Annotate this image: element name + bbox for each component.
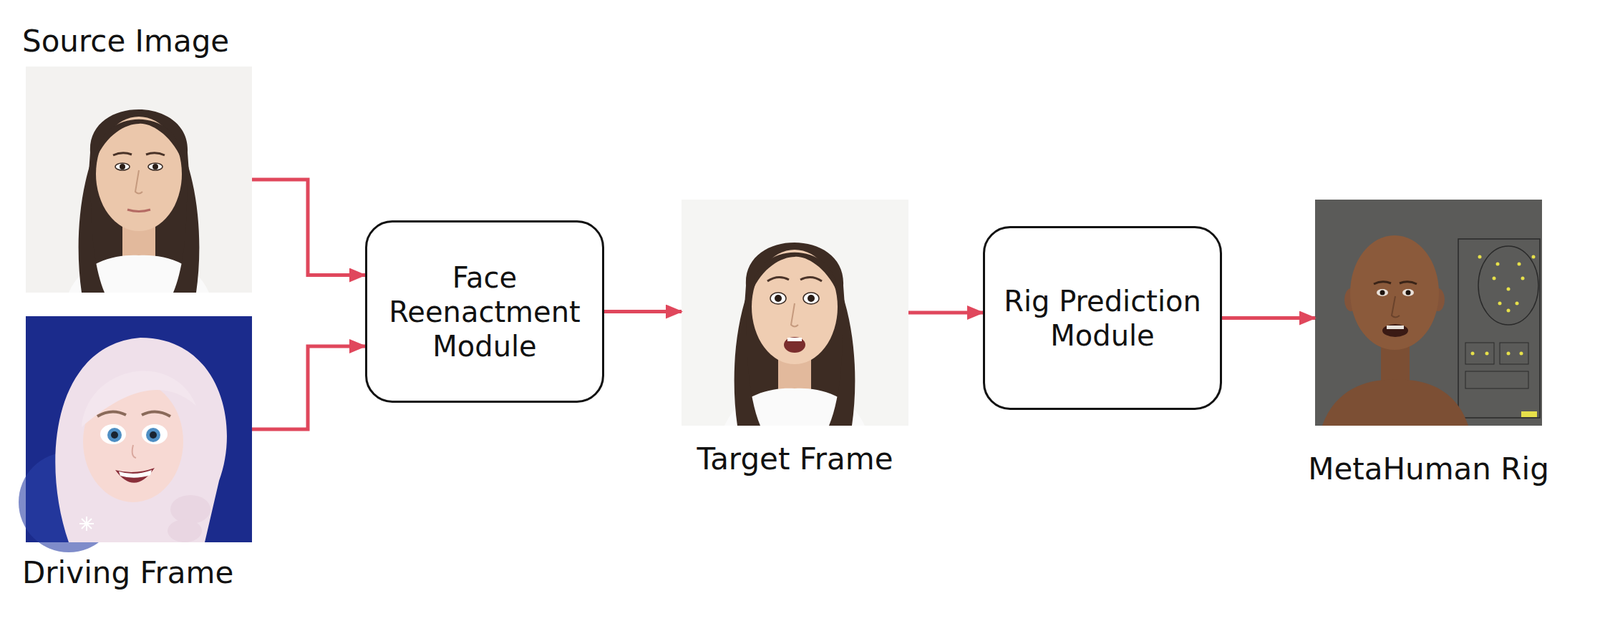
driving-frame-picture-part	[107, 428, 122, 443]
target-frame-photo-part	[770, 292, 787, 305]
metahuman-render-part	[1391, 296, 1400, 318]
metahuman-render-part	[1382, 324, 1409, 338]
metahuman-render-part	[1492, 277, 1497, 281]
flow-arrow	[251, 179, 366, 276]
driving-frame-picture-part	[141, 424, 168, 445]
metahuman-render-part	[1315, 199, 1543, 426]
metahuman-render-part	[1506, 287, 1511, 292]
flow-arrow	[908, 311, 983, 315]
metahuman-render-part	[1498, 302, 1502, 306]
metahuman-render-part	[1499, 342, 1529, 365]
metahuman-render-part	[1515, 302, 1520, 306]
process-box: Rig Prediction Module	[982, 226, 1223, 411]
target-frame-photo-part	[791, 303, 799, 328]
driving-frame-picture-part	[167, 519, 202, 543]
source-photo-part	[115, 163, 130, 171]
metahuman-render-part	[1322, 380, 1469, 426]
image-caption: MetaHuman Rig	[1307, 451, 1550, 488]
metahuman-render	[1315, 199, 1543, 426]
driving-frame-picture-part	[115, 468, 155, 484]
box-label: Rig Prediction Module	[996, 284, 1209, 353]
metahuman-render-part	[1471, 352, 1475, 356]
driving-frame-picture-part	[146, 428, 161, 443]
target-frame-photo-part	[681, 199, 909, 426]
metahuman-render-part	[1485, 352, 1490, 356]
target-frame-photo	[681, 199, 909, 426]
source-photo-part	[127, 209, 151, 212]
driving-frame-picture-part	[81, 370, 197, 428]
driving-frame-picture-part	[81, 519, 92, 530]
metahuman-render-part	[1519, 352, 1524, 356]
metahuman-render-part	[1531, 255, 1536, 260]
metahuman-render-part	[1458, 239, 1540, 419]
metahuman-rig: MetaHuman Rig	[1315, 199, 1543, 426]
source-image: Source Image	[25, 66, 252, 293]
source-photo-part	[146, 153, 165, 156]
driving-frame-picture-part	[55, 337, 227, 543]
source-photo-part	[135, 170, 143, 195]
metahuman-render-part	[1521, 411, 1538, 418]
driving-frame-picture-part	[149, 431, 157, 439]
flow-arrow	[251, 346, 366, 430]
metahuman-render-part	[1471, 255, 1538, 419]
source-photo-part	[119, 163, 126, 170]
metahuman-render-part	[1373, 282, 1391, 285]
metahuman-render-part	[1521, 277, 1525, 281]
box-label: Face Reenactment Module	[378, 260, 591, 364]
target-frame-photo-part	[751, 249, 838, 365]
target-frame-photo-part	[807, 294, 815, 303]
image-caption: Source Image	[22, 23, 230, 60]
source-photo-part	[113, 153, 132, 156]
process-box: Face Reenactment Module	[365, 220, 605, 404]
source-photo-part	[25, 66, 252, 293]
metahuman-render-part	[1376, 289, 1389, 297]
driving-frame-picture-part	[170, 495, 211, 525]
source-photo-part	[148, 163, 163, 171]
metahuman-render-part	[1402, 289, 1414, 297]
driving-frame-picture-part	[110, 431, 119, 439]
target-frame-photo-part	[800, 277, 822, 282]
metahuman-render-part	[1478, 255, 1482, 260]
target-frame-photo-part	[751, 252, 838, 293]
driving-frame-picture-part	[97, 411, 126, 417]
source-photo-part	[152, 163, 159, 170]
metahuman-render-part	[1350, 235, 1439, 351]
metahuman-render-part	[1386, 325, 1404, 330]
driving-frame-picture-part	[118, 470, 152, 479]
source-photo-part	[95, 116, 182, 232]
target-frame-photo-part	[803, 292, 819, 305]
target-frame-photo-part	[774, 294, 782, 303]
metahuman-render-part	[1506, 309, 1511, 313]
metahuman-render-part	[1405, 290, 1412, 296]
metahuman-render-part	[1478, 246, 1539, 326]
source-photo	[25, 66, 252, 293]
metahuman-render-part	[1399, 282, 1417, 285]
driving-frame-picture-part	[100, 424, 126, 445]
driving-frame-picture-part	[132, 445, 137, 459]
target-frame-photo-part	[787, 337, 802, 342]
target-frame-photo-part	[767, 277, 789, 282]
flow-arrow	[604, 309, 682, 314]
driving-frame-picture-part	[141, 411, 171, 417]
metahuman-render-part	[1465, 371, 1529, 389]
metahuman-render-part	[1465, 342, 1495, 365]
image-caption: Target Frame	[696, 441, 893, 478]
metahuman-render-part	[1506, 352, 1511, 356]
metahuman-render-part	[1496, 262, 1500, 267]
driving-frame-picture-part	[81, 519, 92, 530]
target-frame: Target Frame	[681, 199, 909, 426]
driving-frame-picture-part	[79, 516, 94, 532]
target-frame-photo-part	[783, 337, 806, 353]
image-caption: Driving Frame	[22, 555, 234, 592]
driving-frame-picture	[18, 316, 252, 553]
metahuman-render-part	[1380, 290, 1386, 296]
metahuman-render-part	[1517, 262, 1522, 267]
source-photo-part	[95, 119, 182, 160]
driving-frame: Driving Frame	[25, 316, 252, 543]
flow-arrow	[1222, 316, 1316, 320]
